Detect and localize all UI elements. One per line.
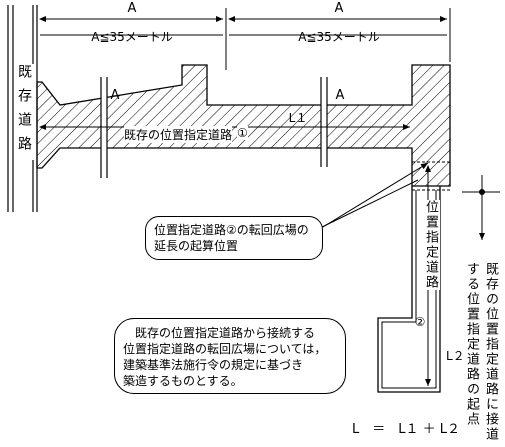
callout-rule-line2: 位置指定道路の転回広場については， [123, 342, 327, 356]
dim-a-limit-right: A≦35メートル [298, 30, 380, 44]
existing-designated-road-label: 既存の位置指定道路 [124, 126, 233, 143]
circle-2-label: ② [415, 315, 426, 329]
callout-extension-line1: 位置指定道路②の転回広場の [154, 223, 309, 237]
callout-extension-start: 位置指定道路②の転回広場の 延長の起算位置 [145, 216, 323, 260]
l1-label: L１ [289, 111, 308, 125]
designated-road-2-outline [377, 186, 441, 393]
callout-rule-line3: 建築基準法施行令の規定に基づき [123, 358, 304, 372]
dim-a-top-left: A [128, 1, 137, 16]
dim-a-limit-left: A≦35メートル [91, 30, 173, 44]
existing-road-label: 既存道路 [14, 64, 34, 160]
dim-a-center-right: A [336, 88, 345, 103]
leader-line-1 [317, 162, 429, 231]
origin-point-label: 既存の位置指定道路に接道する位置指定道路の起点 [462, 262, 500, 442]
callout-rule-line4: 築造するものとする。 [123, 374, 243, 388]
circle-1-label: ① [237, 126, 248, 140]
l2-label: L２ [446, 349, 465, 363]
dim-a-top-right: A [335, 1, 344, 16]
length-formula: L ＝ L１ ＋ L２ [352, 422, 460, 437]
leader-line-2 [319, 179, 419, 229]
designated-road-2-inner [381, 190, 437, 389]
callout-rule-line1: 既存の位置指定道路から接続する [135, 326, 316, 340]
callout-rule: 既存の位置指定道路から接続する 位置指定道路の転回広場については， 建築基準法施… [114, 318, 346, 394]
designated-road-2-label: 位置指定道路 [421, 200, 440, 290]
dim-a-center-left: A [111, 88, 120, 103]
origin-point-dot [479, 189, 485, 195]
callout-extension-line2: 延長の起算位置 [154, 239, 239, 253]
dimension-lines [36, 8, 451, 70]
